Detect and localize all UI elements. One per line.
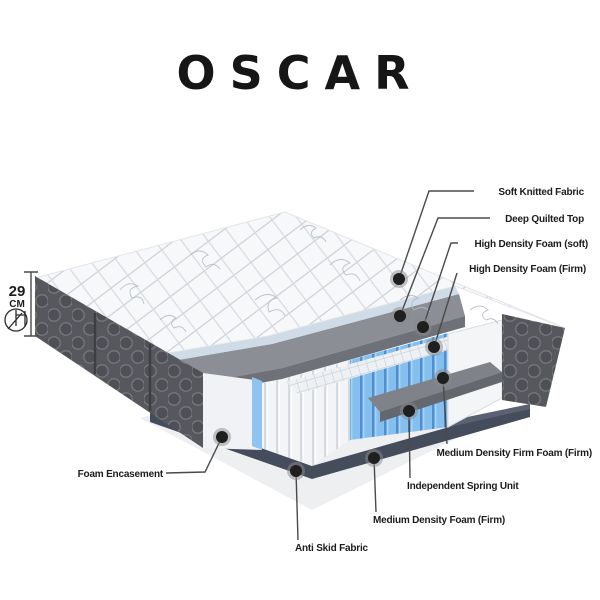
spring-unit-white xyxy=(262,360,350,466)
mattress-illustration xyxy=(33,211,566,510)
firm-foam-step-top xyxy=(368,362,502,412)
callout-label: High Density Foam (soft) xyxy=(474,239,588,250)
callout-label: High Density Foam (Firm) xyxy=(469,264,586,275)
callout-label: Anti Skid Fabric xyxy=(295,543,369,554)
callout-medium-density-foam-firm: Medium Density Foam (Firm) xyxy=(365,449,505,526)
callout-label: Deep Quilted Top xyxy=(505,214,584,225)
high-density-foam-slab-edge xyxy=(184,316,465,397)
height-measurement: 29 CM xyxy=(4,271,38,337)
callout-independent-spring-unit: Independent Spring Unit xyxy=(400,402,520,492)
callout-label: Medium Density Firm Foam (Firm) xyxy=(437,448,593,459)
callout-label: Medium Density Foam (Firm) xyxy=(373,515,505,526)
product-title: OSCAR xyxy=(176,46,424,100)
foam-encasement-blue-stripe xyxy=(252,377,262,450)
base-foam-top xyxy=(448,404,530,427)
callout-deep-quilted-top: Deep Quilted Top xyxy=(391,214,584,325)
callouts: Soft Knitted Fabric Deep Quilted Top Hig… xyxy=(78,187,593,554)
measure-value: 29 xyxy=(9,283,26,300)
callout-high-density-foam-soft: High Density Foam (soft) xyxy=(414,239,588,336)
callout-label: Soft Knitted Fabric xyxy=(498,187,584,198)
callout-foam-encasement: Foam Encasement xyxy=(78,428,231,480)
callout-label: Independent Spring Unit xyxy=(407,481,519,492)
spring-unit-top xyxy=(286,336,462,394)
measure-icon xyxy=(4,308,28,332)
side-panel-left xyxy=(35,276,203,448)
callout-high-density-foam-firm: High Density Foam (Firm) xyxy=(425,264,586,356)
measure-unit: CM xyxy=(9,299,25,310)
side-panel-left-seams xyxy=(93,313,152,411)
callout-medium-density-firm-foam-firm: Medium Density Firm Foam (Firm) xyxy=(434,369,592,459)
measure-line xyxy=(24,271,38,337)
quilt-flourishes xyxy=(119,224,499,333)
callout-soft-knitted-fabric: Soft Knitted Fabric xyxy=(390,187,585,288)
callout-anti-skid-fabric: Anti Skid Fabric xyxy=(287,462,369,554)
callout-label: Foam Encasement xyxy=(78,469,164,480)
side-panel-right xyxy=(502,314,565,407)
